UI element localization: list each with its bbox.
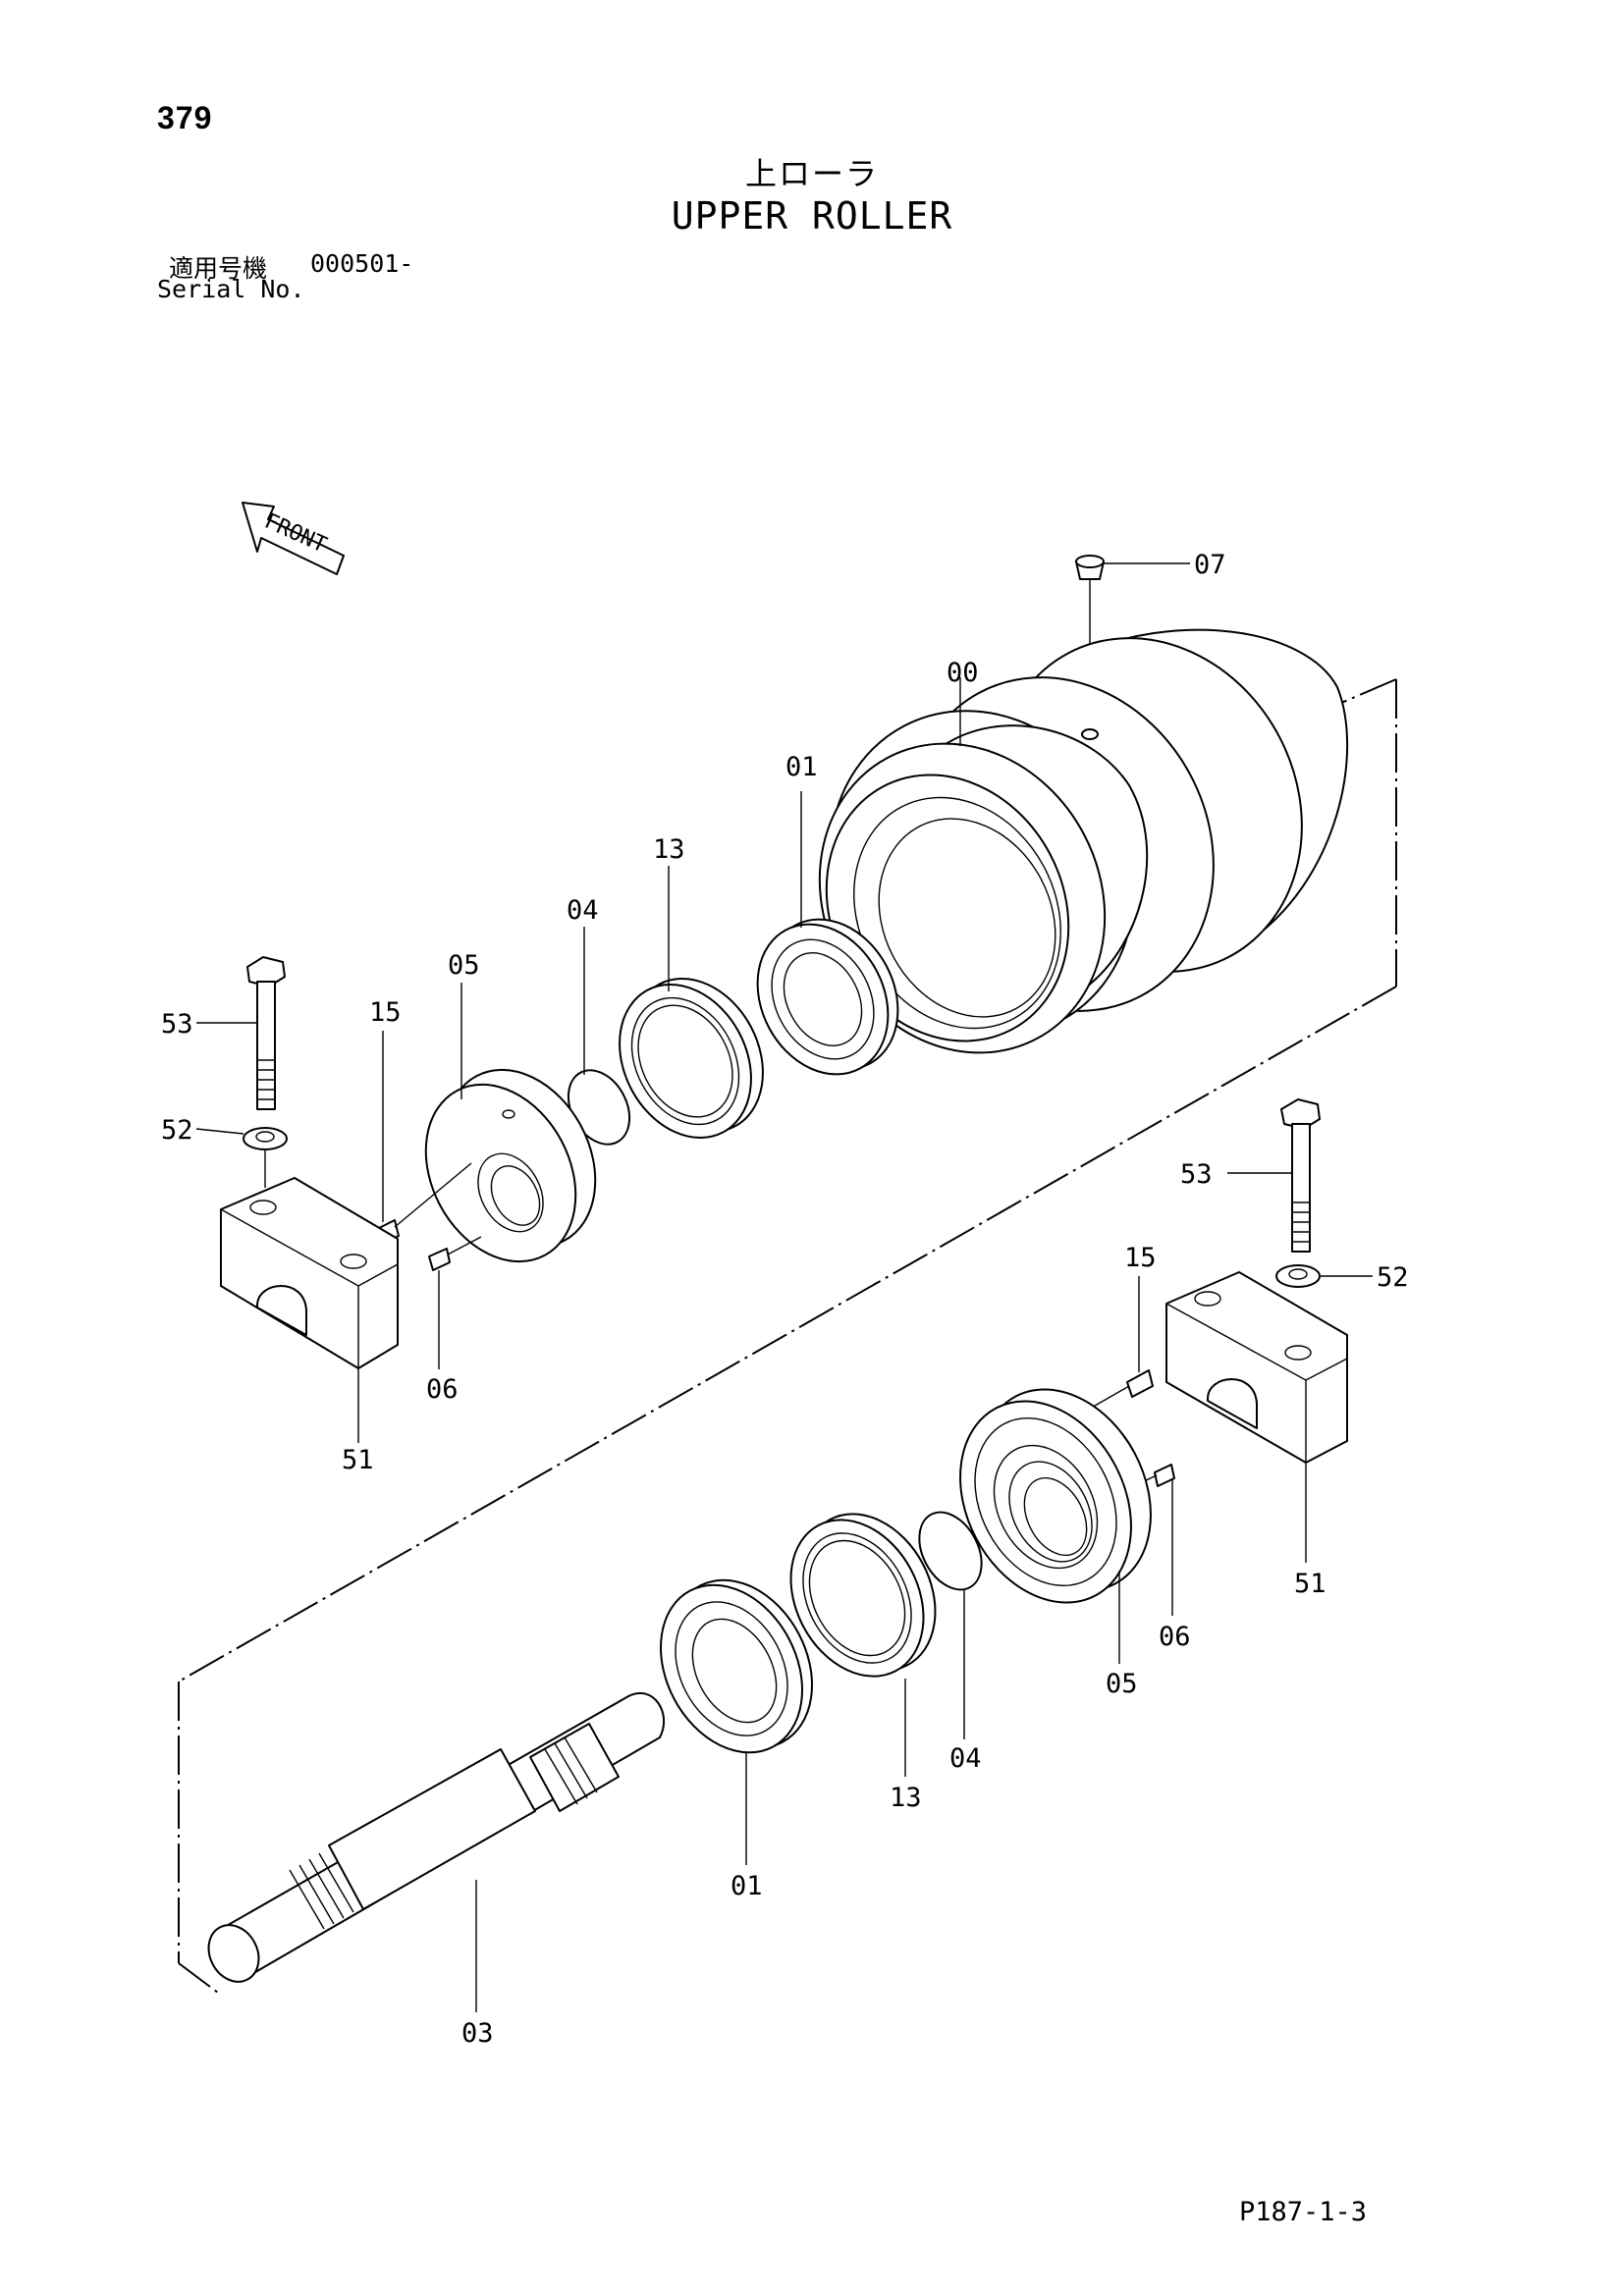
callout-53-right: 53 (1180, 1159, 1213, 1190)
callout-06-right: 06 (1159, 1622, 1191, 1652)
callout-01-top: 01 (785, 752, 818, 782)
callout-15-left: 15 (369, 997, 402, 1028)
front-label: FRONT (261, 509, 331, 559)
floating-seal-13-bottom (789, 1513, 937, 1777)
callout-13-bottom: 13 (890, 1783, 922, 1813)
bearing-01-top (756, 791, 899, 1076)
callout-04-top: 04 (567, 895, 599, 926)
o-ring-04-bottom (918, 1511, 983, 1739)
callout-52-left: 52 (161, 1115, 193, 1146)
callout-13-top: 13 (653, 834, 685, 865)
title-english: UPPER ROLLER (671, 194, 953, 238)
callout-05-left: 05 (448, 950, 480, 981)
bracket-51-left (220, 1177, 399, 1443)
bolt-53-left (196, 956, 286, 1110)
bearing-01-bottom (660, 1578, 813, 1865)
serial-label-japanese: 適用号機 (169, 254, 268, 283)
callout-52-right: 52 (1377, 1262, 1409, 1293)
washer-52-right (1275, 1264, 1373, 1288)
callout-00: 00 (947, 658, 979, 688)
shaft-03 (207, 1691, 666, 2012)
o-ring-04-top (567, 927, 631, 1146)
callout-03: 03 (461, 2018, 494, 2049)
page-number: 379 (157, 100, 213, 135)
callout-04-bottom: 04 (949, 1743, 982, 1774)
collar-05-right (959, 1388, 1152, 1664)
title-japanese: 上ローラ (744, 155, 879, 192)
serial-label-english: Serial No. (157, 275, 305, 303)
callout-06-left: 06 (426, 1374, 459, 1405)
callout-05-right: 05 (1106, 1669, 1138, 1699)
callout-01-bottom: 01 (731, 1871, 763, 1901)
plug-07 (1075, 555, 1190, 726)
assembly-boundary (178, 678, 1397, 1994)
callout-53-left: 53 (161, 1009, 193, 1040)
callout-07: 07 (1194, 550, 1226, 580)
plug-06-left (428, 1236, 482, 1369)
front-arrow-icon: FRONT (242, 502, 345, 575)
bolt-53-right (1227, 1098, 1321, 1253)
serial-value: 000501- (310, 249, 414, 278)
washer-52-left (195, 1127, 288, 1188)
floating-seal-13-top (619, 866, 764, 1140)
collar-05-left (424, 983, 597, 1263)
footer-code: P187-1-3 (1239, 2197, 1368, 2227)
callout-51-left: 51 (342, 1445, 374, 1475)
callout-51-right: 51 (1294, 1569, 1326, 1599)
bracket-51-right (1165, 1271, 1348, 1563)
callout-15-right: 15 (1124, 1243, 1157, 1273)
